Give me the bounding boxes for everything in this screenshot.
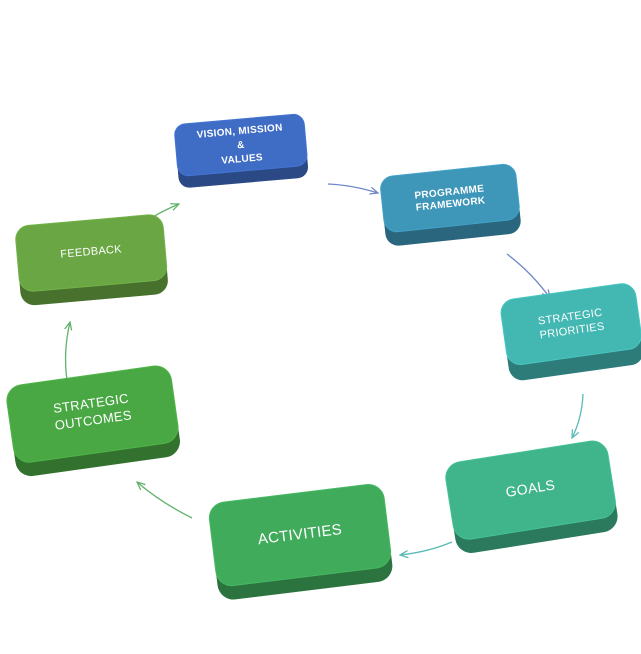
arrow-goals-to-activities — [400, 541, 453, 555]
goals-label-line: GOALS — [504, 476, 556, 500]
arrow-priorities-to-goals — [572, 393, 584, 438]
node-priorities: STRATEGICPRIORITIES — [500, 283, 641, 381]
arrow-vision-to-programme — [327, 183, 378, 193]
node-vision: VISION, MISSION&VALUES — [174, 113, 309, 188]
node-goals: GOALS — [445, 440, 618, 553]
node-programme: PROGRAMMEFRAMEWORK — [380, 163, 521, 246]
arrow-outcomes-to-feedback — [66, 322, 70, 381]
node-feedback-label: FEEDBACK — [60, 243, 123, 260]
vision-label-line: VALUES — [221, 152, 263, 167]
vision-label-line: & — [237, 139, 245, 151]
node-outcomes: STRATEGICOUTCOMES — [6, 365, 180, 477]
arrow-programme-to-priorities — [506, 253, 550, 298]
node-activities: ACTIVITIES — [208, 483, 393, 600]
arrow-activities-to-outcomes — [137, 482, 193, 519]
node-feedback: FEEDBACK — [15, 214, 168, 306]
node-goals-label: GOALS — [504, 476, 556, 500]
feedback-label-line: FEEDBACK — [60, 243, 123, 260]
